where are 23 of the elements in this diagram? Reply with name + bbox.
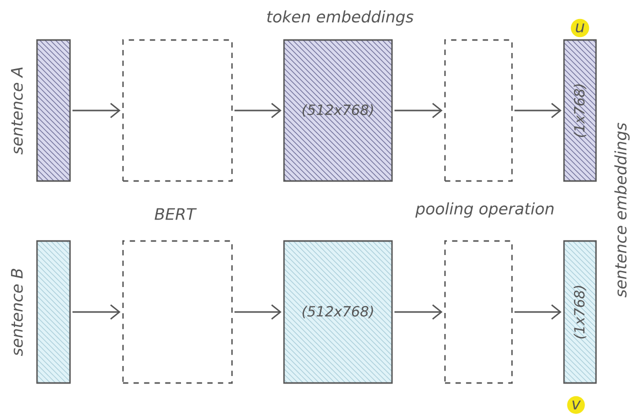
arrow	[514, 102, 562, 118]
dimension-label: (1x768)	[574, 286, 586, 338]
side-label: sentence embeddings	[614, 122, 630, 298]
dimension-label: (512x768)	[302, 306, 374, 318]
arrow	[72, 304, 121, 320]
heading-label: pooling operation	[415, 202, 554, 218]
arrow	[394, 102, 443, 118]
dashed-box	[444, 240, 513, 384]
dashed-box	[122, 39, 233, 182]
arrow	[234, 102, 282, 118]
arrow	[234, 304, 282, 320]
dashed-box	[122, 240, 233, 384]
arrow	[394, 304, 443, 320]
vector-label: v	[567, 396, 585, 414]
arrow	[514, 304, 562, 320]
heading-label: BERT	[154, 208, 197, 220]
arrow	[72, 102, 121, 118]
sentence-label: sentence A	[11, 68, 23, 154]
dimension-label: (1x768)	[574, 84, 586, 137]
heading-label: token embeddings	[267, 10, 414, 26]
vector-label: u	[570, 18, 590, 38]
dashed-box	[444, 39, 513, 182]
sentence-label: sentence B	[11, 268, 23, 356]
